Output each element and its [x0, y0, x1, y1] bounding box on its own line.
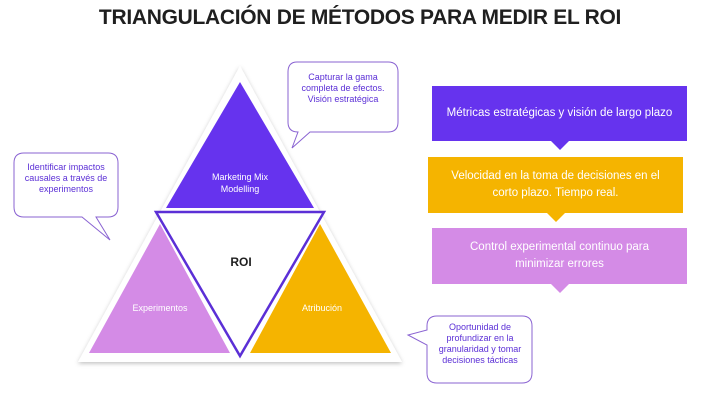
label-atribucion: Atribución	[301, 303, 343, 313]
banner-text-1: Métricas estratégicas y visión de largo …	[446, 107, 673, 119]
callout-bottom-text: Oportunidad de profundizar en la granula…	[438, 322, 522, 365]
page-title: TRIANGULACIÓN DE MÉTODOS PARA MEDIR EL R…	[98, 6, 622, 29]
triangle-roi	[153, 210, 327, 359]
banner-text-3: Control experimental continuo para minim…	[470, 241, 649, 270]
banner-arrow-3	[432, 228, 687, 293]
triangle-experimentos	[89, 224, 230, 353]
label-roi: ROI	[230, 255, 252, 269]
callout-top-text: Capturar la gama completa de efectos. Vi…	[301, 72, 385, 104]
callout-left-bubble	[13, 152, 119, 241]
triangle-marketing-mix-modelling	[166, 82, 314, 208]
callout-top-bubble	[287, 61, 399, 149]
banner-arrow-1	[432, 86, 687, 150]
banner-arrow-2	[428, 157, 683, 222]
callout-left-text: Identificar impactos causales a través d…	[24, 162, 108, 194]
callout-bottom-bubble	[406, 315, 533, 384]
label-marketing-mix-modelling: Marketing Mix Modelling	[211, 172, 268, 194]
label-experimentos: Experimentos	[132, 303, 188, 313]
banner-text-2: Velocidad en la toma de decisiones en el…	[451, 170, 660, 199]
triangle-atribucion	[250, 224, 391, 353]
